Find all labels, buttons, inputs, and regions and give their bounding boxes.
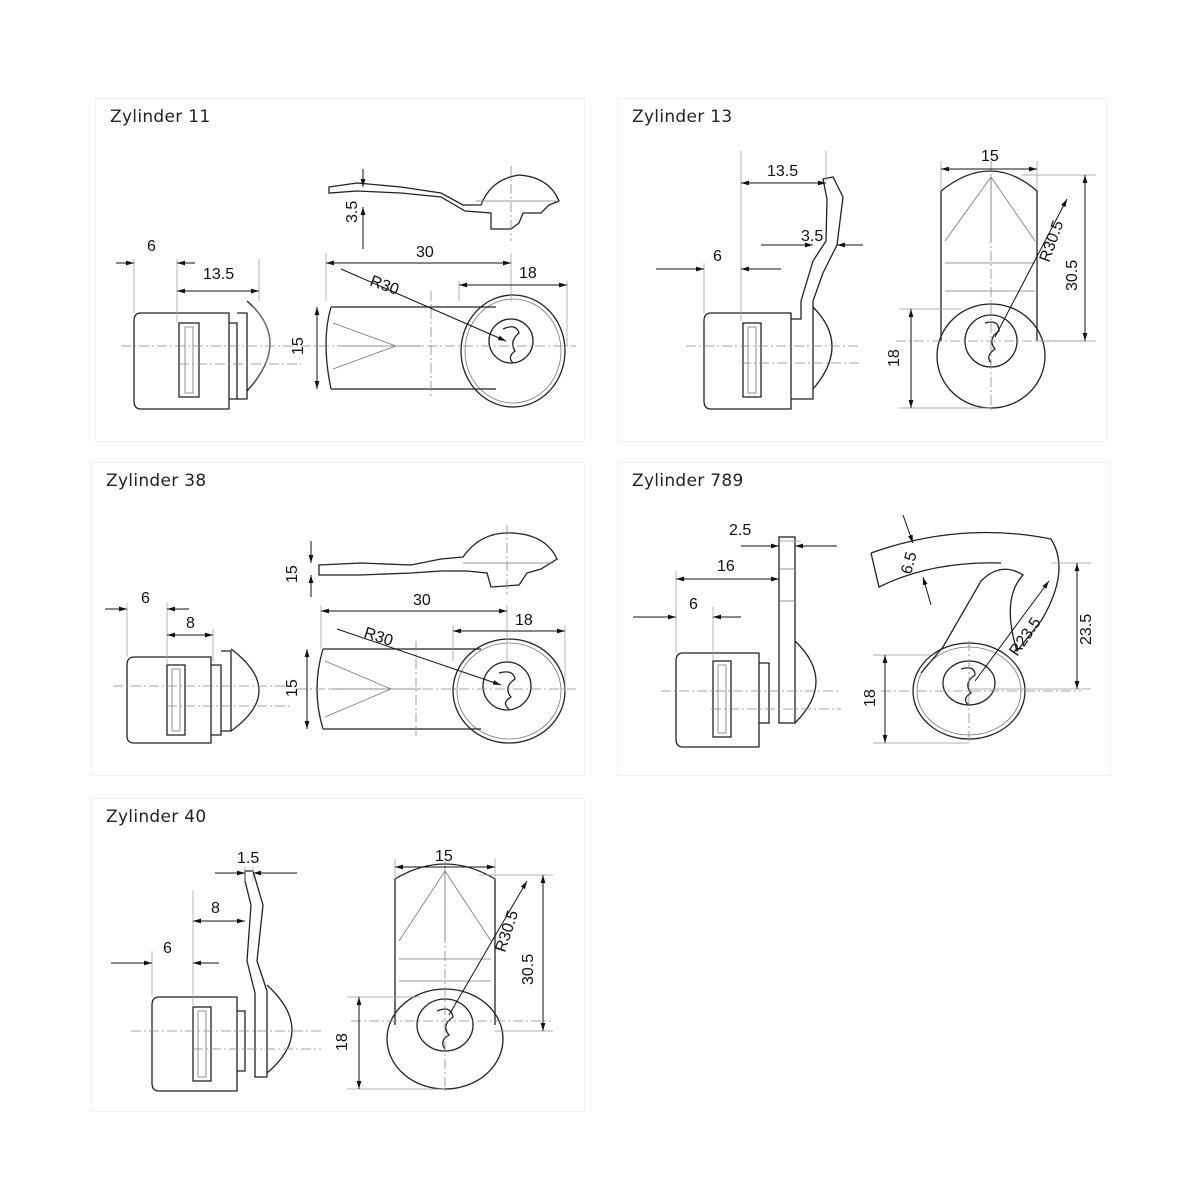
panel-title: Zylinder 40 <box>106 807 207 827</box>
dimension-label: 30 <box>416 244 434 261</box>
dimensions <box>633 514 1091 744</box>
panel-zylinder-13: Zylinder 13 <box>617 98 1107 442</box>
dimension-label: 1.5 <box>237 850 259 867</box>
panel-zylinder-789: Zylinder 789 <box>617 462 1111 776</box>
dimension-label: 8 <box>211 900 220 917</box>
dimension-label: 30.5 <box>520 954 537 985</box>
drawing-zylinder-11: 6 13.5 3.5 30 18 R30 15 <box>116 166 576 410</box>
panel-title: Zylinder 11 <box>110 107 211 127</box>
dimension-label: 6 <box>163 940 172 957</box>
dimension-label: R23.5 <box>1006 614 1044 659</box>
dimension-label: 6 <box>713 248 722 265</box>
dimensions <box>105 541 566 729</box>
top-view <box>318 525 558 595</box>
dimension-label: 18 <box>862 689 879 707</box>
dimension-label: 15 <box>981 148 999 165</box>
dimensions <box>116 169 568 389</box>
dimension-label: 15 <box>284 679 301 697</box>
dimension-label: R30.5 <box>1037 218 1068 264</box>
drawing-zylinder-13: 13.5 6 3.5 15 R30.5 30.5 18 <box>656 148 1096 411</box>
panel-title: Zylinder 13 <box>632 107 733 127</box>
dimensions <box>656 151 1096 409</box>
dimension-label: 15 <box>290 337 307 355</box>
side-view <box>661 536 841 748</box>
dimension-label: R30.5 <box>493 908 522 954</box>
dimension-label: 16 <box>717 558 735 575</box>
dimension-label: R30 <box>368 273 401 299</box>
dimension-label: 15 <box>435 848 453 865</box>
dimension-label: 18 <box>334 1033 351 1051</box>
drawing-zylinder-40: 1.5 8 6 15 R30.5 30.5 18 <box>111 848 553 1092</box>
dimension-label: 6.5 <box>898 550 920 576</box>
front-view <box>870 531 1081 741</box>
dimension-label: 2.5 <box>729 522 751 539</box>
drawing-zylinder-789: 2.5 16 6 6.5 R23.5 23.5 18 <box>633 514 1095 748</box>
panel-title: Zylinder 789 <box>632 471 744 491</box>
dimension-label: 15 <box>284 565 301 583</box>
top-view <box>328 166 560 241</box>
dimension-label: 3.5 <box>344 201 361 223</box>
dimension-label: 18 <box>886 349 903 367</box>
front-view <box>301 268 576 408</box>
dimension-label: 8 <box>186 615 195 632</box>
dimension-label: 30 <box>413 592 431 609</box>
dimension-label: 18 <box>519 265 537 282</box>
front-view <box>896 161 1091 411</box>
dimension-label: 18 <box>515 612 533 629</box>
side-view <box>131 870 321 1092</box>
panel-zylinder-11: Zylinder 11 <box>95 98 585 442</box>
dimension-label: R30 <box>362 625 395 650</box>
dimension-label: 13.5 <box>767 163 798 180</box>
dimension-label: 23.5 <box>1078 614 1095 645</box>
dimension-label: 6 <box>689 596 698 613</box>
dimensions <box>111 859 553 1090</box>
dimension-label: 30.5 <box>1064 260 1081 291</box>
panel-title: Zylinder 38 <box>106 471 207 491</box>
drawing-zylinder-38: 15 6 8 30 18 R30 15 <box>105 525 576 744</box>
side-view <box>113 648 291 744</box>
front-view <box>297 628 576 744</box>
dimension-label: 13.5 <box>203 266 234 283</box>
dimension-label: 6 <box>141 590 150 607</box>
side-view <box>686 176 861 410</box>
side-view <box>121 300 301 410</box>
panel-zylinder-40: Zylinder 40 <box>91 798 585 1112</box>
panel-zylinder-38: Zylinder 38 <box>91 462 585 776</box>
dimension-label: 3.5 <box>801 228 823 245</box>
dimension-label: 6 <box>147 238 156 255</box>
